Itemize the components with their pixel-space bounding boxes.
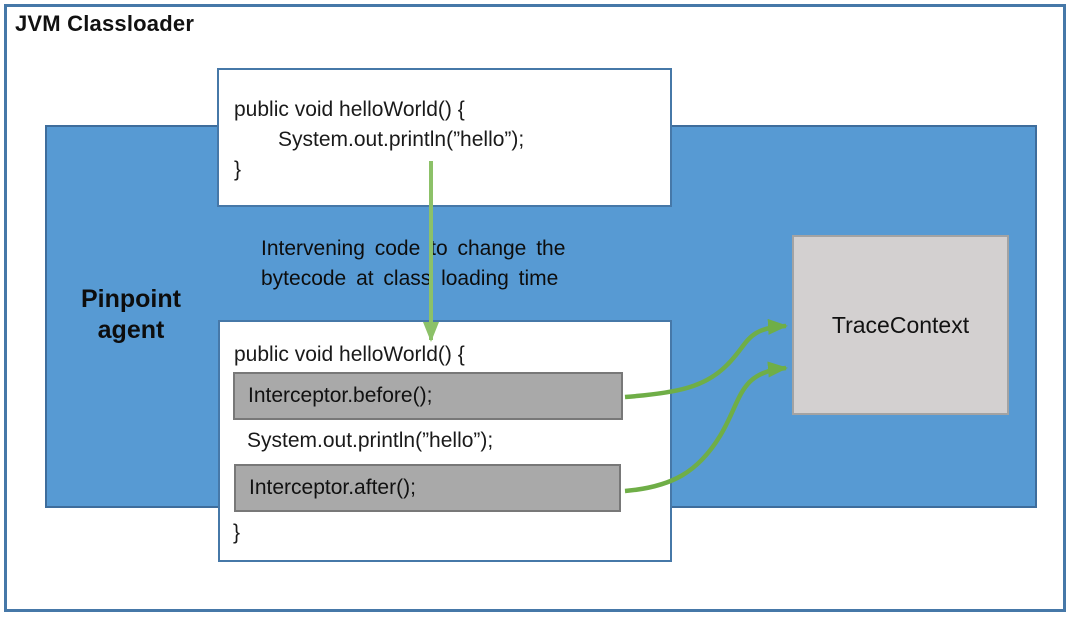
trace-context-box: TraceContext <box>792 235 1009 415</box>
instrumented-code-box: public void helloWorld() { Interceptor.b… <box>218 320 672 562</box>
trace-context-label: TraceContext <box>831 311 970 338</box>
interceptor-before-label: Interceptor.before(); <box>248 384 433 407</box>
pinpoint-agent-label: Pinpoint agent <box>58 284 204 346</box>
original-code-box: public void helloWorld() { System.out.pr… <box>217 68 672 207</box>
interceptor-before-box: Interceptor.before(); <box>233 372 623 420</box>
original-code-line3: } <box>234 158 242 181</box>
bytecode-annotation-line1: Intervening code to change the <box>261 237 566 260</box>
diagram-title: JVM Classloader <box>15 11 195 36</box>
interceptor-after-label: Interceptor.after(); <box>249 476 416 499</box>
pinpoint-agent-label-line2: agent <box>97 316 165 344</box>
bytecode-annotation-line2: bytecode at class loading time <box>261 267 559 290</box>
original-code-line2: System.out.println(”hello”); <box>278 128 525 151</box>
original-code-line1: public void helloWorld() { <box>234 98 465 121</box>
instrumented-code-line2: System.out.println(”hello”); <box>247 429 494 452</box>
instrumented-code-line3: } <box>233 521 241 544</box>
bytecode-annotation: Intervening code to change the bytecode … <box>261 234 565 294</box>
interceptor-after-box: Interceptor.after(); <box>234 464 621 512</box>
pinpoint-agent-label-line1: Pinpoint <box>81 285 181 313</box>
instrumented-code-line1: public void helloWorld() { <box>234 343 465 366</box>
